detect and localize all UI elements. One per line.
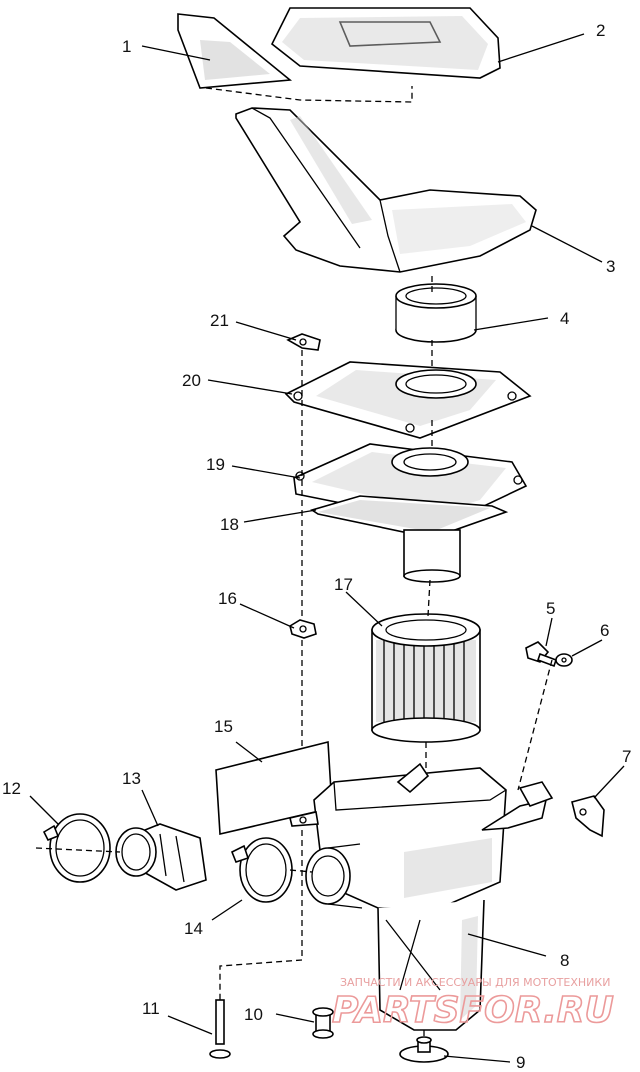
part-6-washer [555, 653, 573, 667]
part-8-airbox [289, 767, 507, 1031]
callout-14: 14 [184, 919, 203, 938]
callout-2: 2 [596, 21, 605, 40]
callout-10: 10 [244, 1005, 263, 1024]
part-20-cover-plate [284, 361, 532, 439]
airbox-outlet [305, 843, 363, 909]
part-2-foam-seal [270, 7, 501, 79]
part-14-clamp [230, 837, 293, 903]
callout-13: 13 [122, 769, 141, 788]
callout-9: 9 [516, 1053, 525, 1072]
part-7-bracket [571, 795, 605, 838]
part-13-hose [115, 823, 207, 891]
leader-lines [29, 33, 625, 1063]
callout-3: 3 [606, 257, 615, 276]
part-21-clip [286, 333, 321, 351]
part-11-bolt [209, 999, 231, 1059]
part-10-grommet [312, 1007, 334, 1039]
part-18-gasket [310, 495, 509, 583]
callout-12: 12 [2, 779, 21, 798]
callout-15: 15 [214, 717, 233, 736]
part-16-nut [289, 619, 317, 639]
part-12-clamp [42, 813, 111, 883]
watermark-line-2: PARTSFOR.RU [332, 990, 614, 1031]
callout-7: 7 [622, 747, 631, 766]
callout-labels: 1 2 3 4 5 6 7 8 9 10 11 12 13 14 15 16 1… [2, 21, 631, 1072]
watermark: ЗАПЧАСТИ И АКСЕССУАРЫ ДЛЯ МОТОТЕХНИКИ PA… [331, 976, 614, 1032]
callout-16: 16 [218, 589, 237, 608]
callout-11: 11 [142, 999, 160, 1018]
part-4-adapter [395, 283, 477, 343]
callout-1: 1 [122, 37, 131, 56]
callout-5: 5 [546, 599, 555, 618]
callout-18: 18 [220, 515, 239, 534]
part-1-foam-pad [177, 13, 293, 89]
callout-6: 6 [600, 621, 609, 640]
part-3-intake-cover [235, 107, 537, 273]
callout-8: 8 [560, 951, 569, 970]
callout-19: 19 [206, 455, 225, 474]
part-9-drain-cap [399, 1036, 449, 1063]
callout-17: 17 [334, 575, 353, 594]
part-6-bracket [396, 762, 554, 831]
watermark-line-1: ЗАПЧАСТИ И АКСЕССУАРЫ ДЛЯ МОТОТЕХНИКИ [340, 976, 610, 989]
part-17-filter-element [371, 613, 481, 743]
callout-21: 21 [210, 311, 229, 330]
callout-4: 4 [560, 309, 569, 328]
callout-20: 20 [182, 371, 201, 390]
